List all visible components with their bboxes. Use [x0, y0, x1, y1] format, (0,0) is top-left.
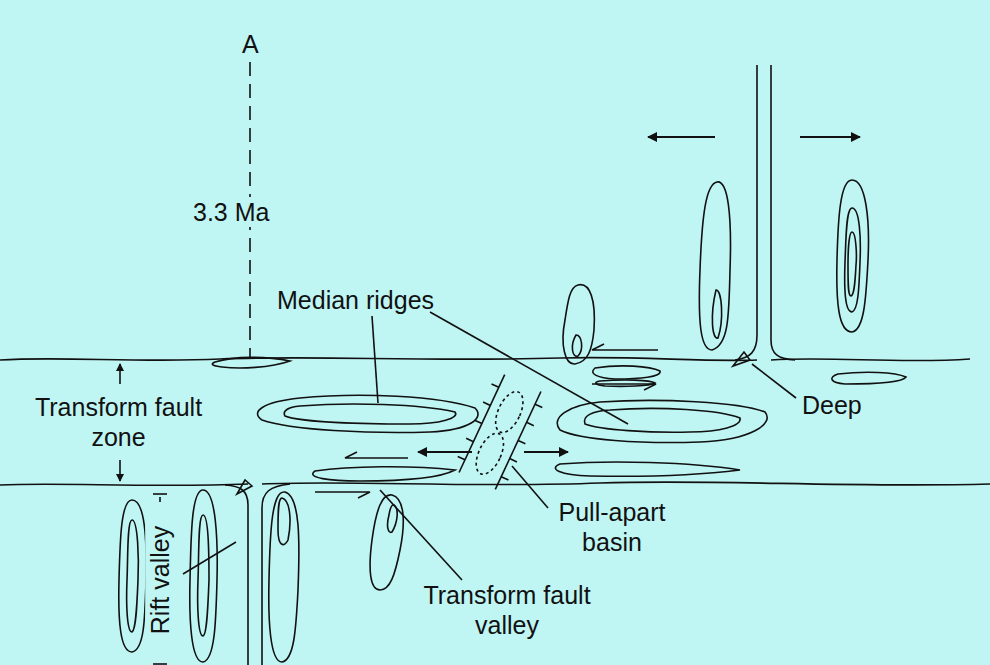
abyssal-hill — [832, 372, 906, 384]
zone-arrow — [119, 364, 121, 384]
slip-arrow — [592, 344, 658, 350]
zone-arrow — [119, 460, 121, 481]
slip-arrow — [592, 384, 656, 390]
deep-symbol — [237, 480, 252, 494]
fault-line — [771, 359, 970, 361]
section-label: A — [242, 29, 259, 59]
median-ridge — [284, 404, 456, 424]
rift-valley-wall — [262, 484, 290, 665]
abyssal-hill — [212, 357, 290, 368]
abyssal-hill — [699, 182, 730, 350]
fault-line — [0, 358, 757, 361]
pull-apart-basin — [452, 371, 548, 493]
leader-line — [372, 316, 378, 403]
rift-valley-wall — [735, 65, 757, 360]
abyssal-hill — [388, 505, 398, 532]
abyssal-hill — [572, 335, 581, 356]
median-ridge — [557, 400, 767, 442]
leader-line — [512, 466, 548, 508]
feature-label: Transform fault valley — [407, 580, 607, 640]
spreading-arrow — [648, 136, 715, 138]
abyssal-hill — [119, 500, 146, 652]
abyssal-hill — [712, 290, 721, 338]
abyssal-hill — [848, 232, 856, 296]
abyssal-hill — [563, 285, 594, 364]
spreading-arrow — [800, 136, 860, 138]
feature-label: Pull-apart basin — [547, 497, 677, 557]
leader-line — [380, 490, 462, 580]
median-ridge — [258, 395, 478, 432]
slip-arrow — [345, 452, 408, 458]
abyssal-hill — [278, 498, 290, 545]
zone-label: Transform fault zone — [16, 392, 221, 452]
abyssal-hill — [593, 366, 660, 379]
slip-arrow — [315, 492, 370, 498]
abyssal-hill — [845, 208, 861, 312]
rift-tick — [153, 493, 167, 495]
abyssal-hill — [190, 490, 217, 662]
abyssal-hill — [127, 520, 139, 632]
leader-line — [430, 312, 628, 424]
deep-symbol — [733, 352, 750, 366]
feature-label: Rift valley — [145, 523, 175, 637]
feature-label: Median ridges — [277, 285, 434, 315]
abyssal-hill — [313, 467, 455, 481]
abyssal-hill — [198, 515, 209, 636]
abyssal-hill — [837, 180, 869, 332]
feature-label: Deep — [802, 390, 862, 420]
rift-valley-wall — [771, 65, 795, 360]
fault-line — [262, 482, 990, 485]
rift-tick — [159, 497, 161, 502]
spreading-arrow — [524, 451, 568, 453]
rift-valley-wall — [225, 485, 248, 665]
abyssal-hill — [596, 380, 655, 386]
abyssal-hill — [555, 462, 740, 476]
leader-line — [752, 364, 796, 398]
age-label: 3.3 Ma — [190, 197, 272, 227]
abyssal-hill — [269, 492, 299, 662]
leader-line — [183, 542, 236, 574]
rift-tick — [153, 663, 167, 665]
spreading-arrow — [418, 451, 472, 453]
fault-line — [0, 484, 248, 485]
